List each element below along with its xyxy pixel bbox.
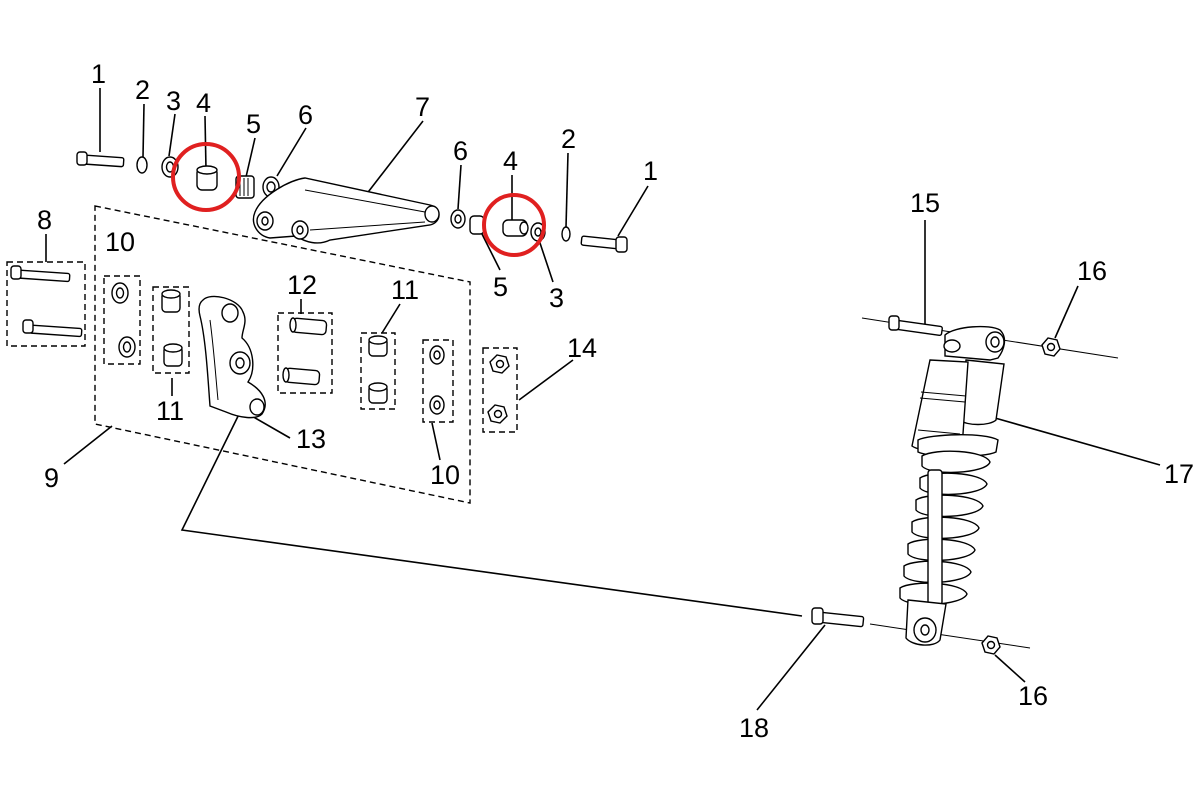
callout-2-left: 2 (135, 75, 150, 105)
callout-4-right: 4 (503, 146, 518, 176)
highlight-circle-right (482, 193, 546, 257)
callout-3-left: 3 (166, 86, 181, 116)
bolt-15 (888, 315, 943, 337)
bolt-18 (811, 607, 865, 628)
washer-6-right (450, 209, 466, 229)
shock-absorber-17 (888, 315, 1061, 646)
callout-17: 17 (1164, 459, 1194, 489)
callout-8: 8 (37, 205, 52, 235)
callout-15: 15 (910, 188, 940, 218)
callout-13: 13 (296, 424, 326, 454)
callout-5-left: 5 (246, 109, 261, 139)
leader-lines (45, 88, 1161, 711)
washer-set-10-right (422, 339, 454, 423)
washer-2-right (561, 226, 571, 242)
bolt-1-left (76, 151, 125, 168)
pin-set-12 (277, 312, 333, 394)
sleeve-4-left (196, 165, 218, 191)
washer-set-10-left (103, 275, 141, 365)
callout-10-upper: 10 (105, 227, 135, 257)
bolt-set-8 (6, 261, 86, 347)
callout-2-right: 2 (561, 124, 576, 154)
nut-set-14 (482, 347, 518, 433)
callout-3-right: 3 (549, 283, 564, 313)
callout-14: 14 (567, 333, 597, 363)
callout-5-right: 5 (493, 272, 508, 302)
callout-labels: 1 2 3 4 5 6 7 6 4 2 1 5 3 8 10 12 11 14 … (37, 59, 1194, 743)
callout-10-lower: 10 (430, 460, 460, 490)
kit-boundary-9 (94, 205, 471, 504)
nut-16-lower (981, 635, 1001, 655)
sleeve-4-right (502, 219, 529, 237)
link-arm-7 (252, 177, 440, 244)
bearing-5-right (469, 215, 485, 235)
callout-6-right: 6 (453, 136, 468, 166)
callout-1-left: 1 (91, 59, 106, 89)
nut-16-upper (1041, 337, 1061, 357)
callout-16-upper: 16 (1077, 256, 1107, 286)
bearing-set-11-left (152, 286, 190, 374)
callout-12: 12 (287, 270, 317, 300)
callout-1-right: 1 (643, 156, 658, 186)
washer-2-left (136, 156, 148, 174)
top-right-hardware (450, 209, 628, 253)
bolt-1-right (580, 235, 628, 253)
bearing-set-11-right (360, 332, 396, 410)
callout-6-left: 6 (298, 100, 313, 130)
callout-4-left: 4 (196, 88, 211, 118)
callout-9: 9 (44, 463, 59, 493)
callout-7: 7 (415, 92, 430, 122)
linkage-13 (198, 295, 266, 419)
spring-coils (899, 450, 991, 606)
highlight-markers (171, 142, 546, 257)
callout-18: 18 (739, 713, 769, 743)
callout-11-right: 11 (391, 275, 419, 305)
callout-11-left: 11 (156, 396, 184, 426)
highlight-circle-left (171, 142, 241, 212)
callout-16-lower: 16 (1018, 681, 1048, 711)
